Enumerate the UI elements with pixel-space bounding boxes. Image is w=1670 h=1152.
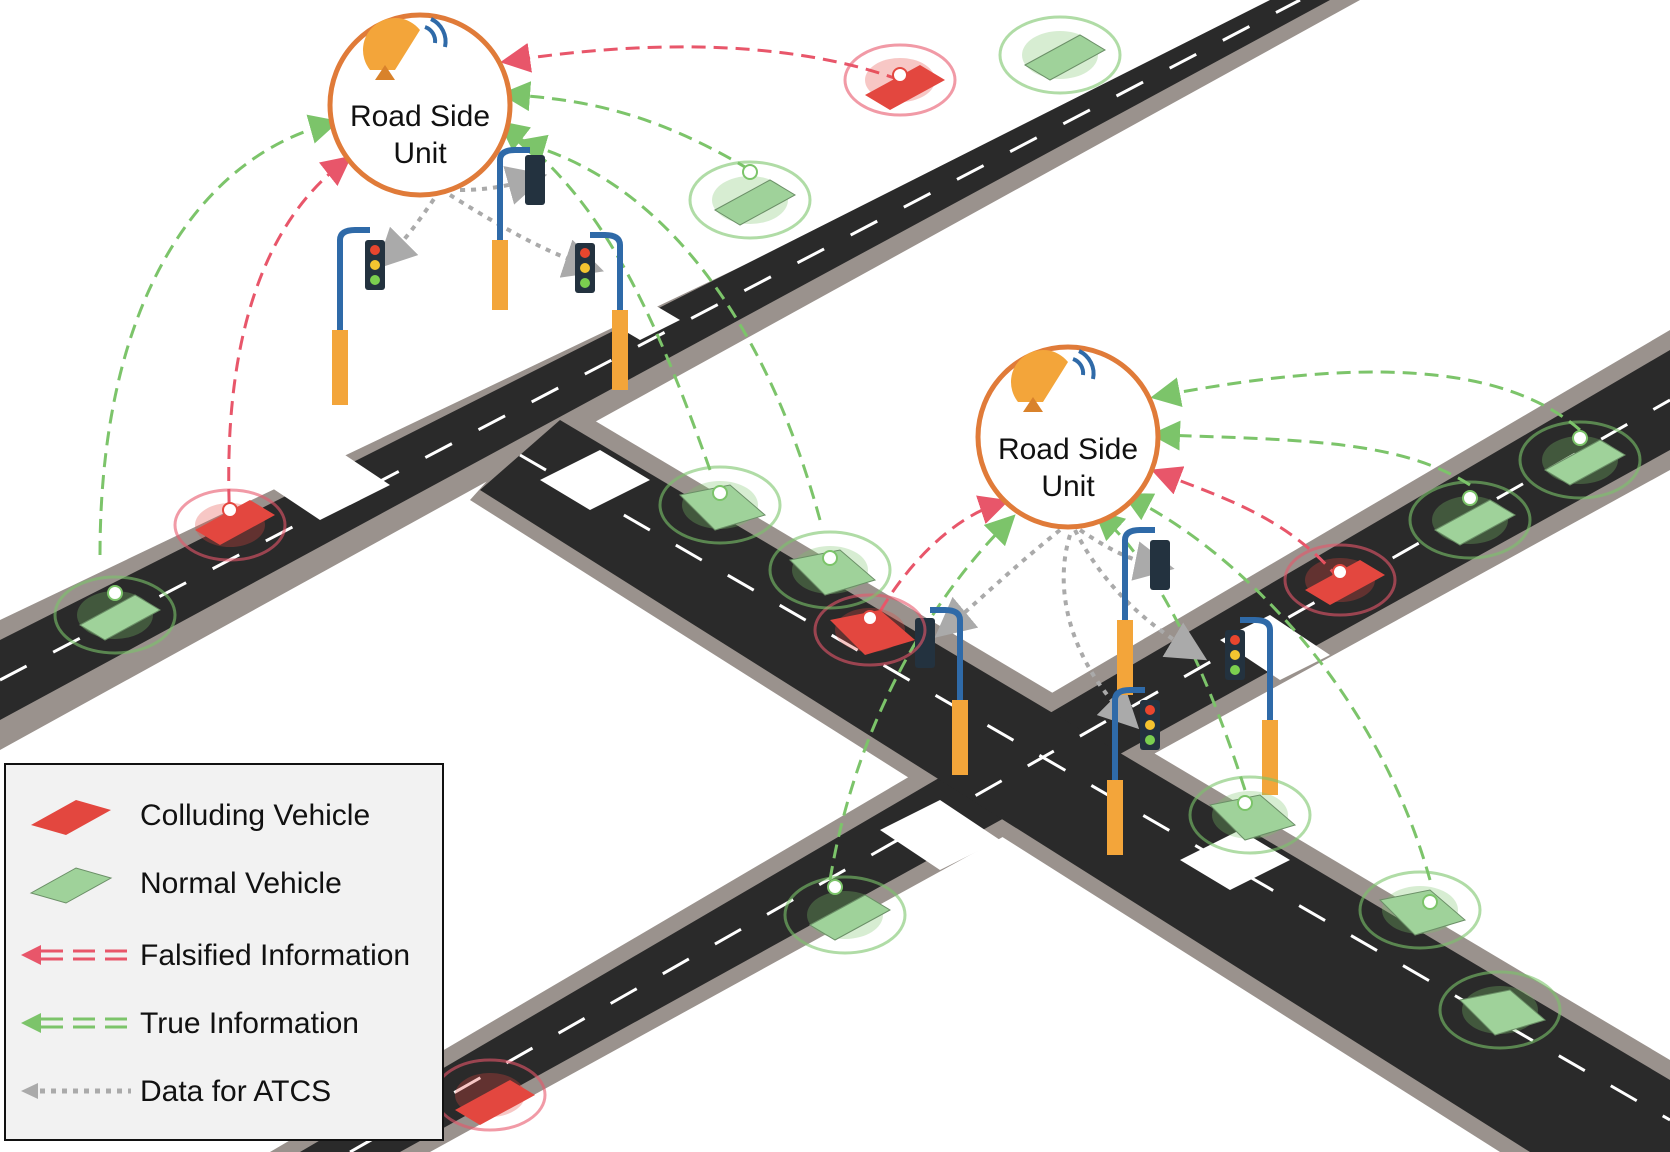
car-icon bbox=[1518, 420, 1642, 500]
atcs-arrow bbox=[1078, 528, 1175, 581]
car-icon bbox=[1408, 480, 1532, 560]
road-side-unit: Road Side Unit bbox=[975, 344, 1161, 530]
falsified-arrow bbox=[227, 155, 352, 526]
colluding-vehicles bbox=[173, 43, 1397, 1132]
legend-label: True Information bbox=[140, 1007, 359, 1040]
car-icon bbox=[31, 800, 111, 835]
rsu-label-line2: Unit bbox=[393, 137, 447, 170]
crosswalk-top-left bbox=[230, 425, 390, 520]
true-arrow bbox=[1093, 510, 1247, 791]
true-arrow bbox=[1121, 493, 1432, 881]
traffic-light-icon bbox=[492, 147, 545, 310]
true-arrow bbox=[515, 134, 822, 521]
falsified-arrow bbox=[500, 42, 901, 82]
legend-label: Normal Vehicle bbox=[140, 867, 342, 900]
legend-label: Colluding Vehicle bbox=[140, 799, 371, 832]
traffic-light-icon bbox=[332, 227, 385, 405]
traffic-light-icon bbox=[915, 607, 968, 775]
atcs-arrow bbox=[375, 188, 442, 270]
car-icon bbox=[1188, 775, 1312, 855]
car-icon bbox=[843, 43, 957, 117]
dotted-arrow-icon bbox=[21, 1083, 131, 1099]
rsu-label-line1: Road Side bbox=[350, 100, 490, 133]
car-icon bbox=[1358, 870, 1482, 950]
rsu-label-line2: Unit bbox=[1041, 470, 1095, 503]
legend-label: Data for ATCS bbox=[140, 1075, 332, 1108]
crosswalks bbox=[230, 270, 1330, 890]
legend-label: Falsified Information bbox=[140, 939, 411, 972]
car-icon bbox=[53, 575, 177, 655]
car-icon bbox=[173, 488, 287, 562]
atcs-arrow bbox=[934, 528, 1062, 638]
car-icon bbox=[783, 875, 907, 955]
atcs-data-arrows bbox=[375, 166, 1208, 730]
atcs-arrow bbox=[1073, 529, 1208, 661]
car-icon bbox=[688, 160, 812, 240]
traffic-light-icon bbox=[1107, 687, 1160, 855]
falsified-arrow bbox=[868, 495, 1010, 631]
falsified-information-arrows bbox=[227, 42, 1342, 631]
legend-falsified-information: Falsified Information bbox=[6, 925, 446, 985]
falsified-arrow bbox=[1150, 466, 1342, 581]
car-icon bbox=[998, 15, 1122, 95]
road-side-unit: Road Side Unit bbox=[327, 12, 513, 198]
true-arrow bbox=[1150, 370, 1581, 432]
legend-normal-vehicle: Normal Vehicle bbox=[6, 853, 446, 913]
car-icon bbox=[813, 593, 927, 667]
crosswalk-center bbox=[540, 450, 1330, 890]
legend-colluding-vehicle: Colluding Vehicle bbox=[6, 785, 446, 845]
traffic-light-icon bbox=[1117, 527, 1170, 695]
traffic-lights bbox=[332, 147, 1278, 855]
legend: Colluding Vehicle Normal Vehicle Falsifi… bbox=[4, 763, 444, 1141]
dashed-arrow-icon bbox=[21, 1013, 131, 1033]
traffic-light-icon bbox=[1225, 617, 1278, 795]
legend-true-information: True Information bbox=[6, 993, 446, 1053]
car-icon bbox=[768, 530, 892, 610]
dashed-arrow-icon bbox=[21, 945, 131, 965]
true-arrow bbox=[828, 514, 1016, 881]
car-icon bbox=[1438, 970, 1562, 1050]
satellite-dish-icon bbox=[362, 17, 448, 80]
atcs-arrow bbox=[1061, 534, 1140, 730]
car-icon bbox=[29, 867, 113, 904]
satellite-dish-icon bbox=[1010, 349, 1096, 412]
rsu-label-line1: Road Side bbox=[998, 433, 1138, 466]
traffic-light-icon bbox=[575, 232, 628, 390]
normal-vehicles bbox=[53, 15, 1642, 1050]
true-arrow bbox=[500, 81, 751, 172]
true-arrow bbox=[1150, 420, 1471, 487]
car-icon bbox=[1283, 543, 1397, 617]
legend-data-for-atcs: Data for ATCS bbox=[6, 1061, 446, 1121]
atcs-arrow bbox=[448, 193, 604, 278]
car-icon bbox=[658, 465, 782, 545]
true-arrow bbox=[98, 114, 340, 556]
